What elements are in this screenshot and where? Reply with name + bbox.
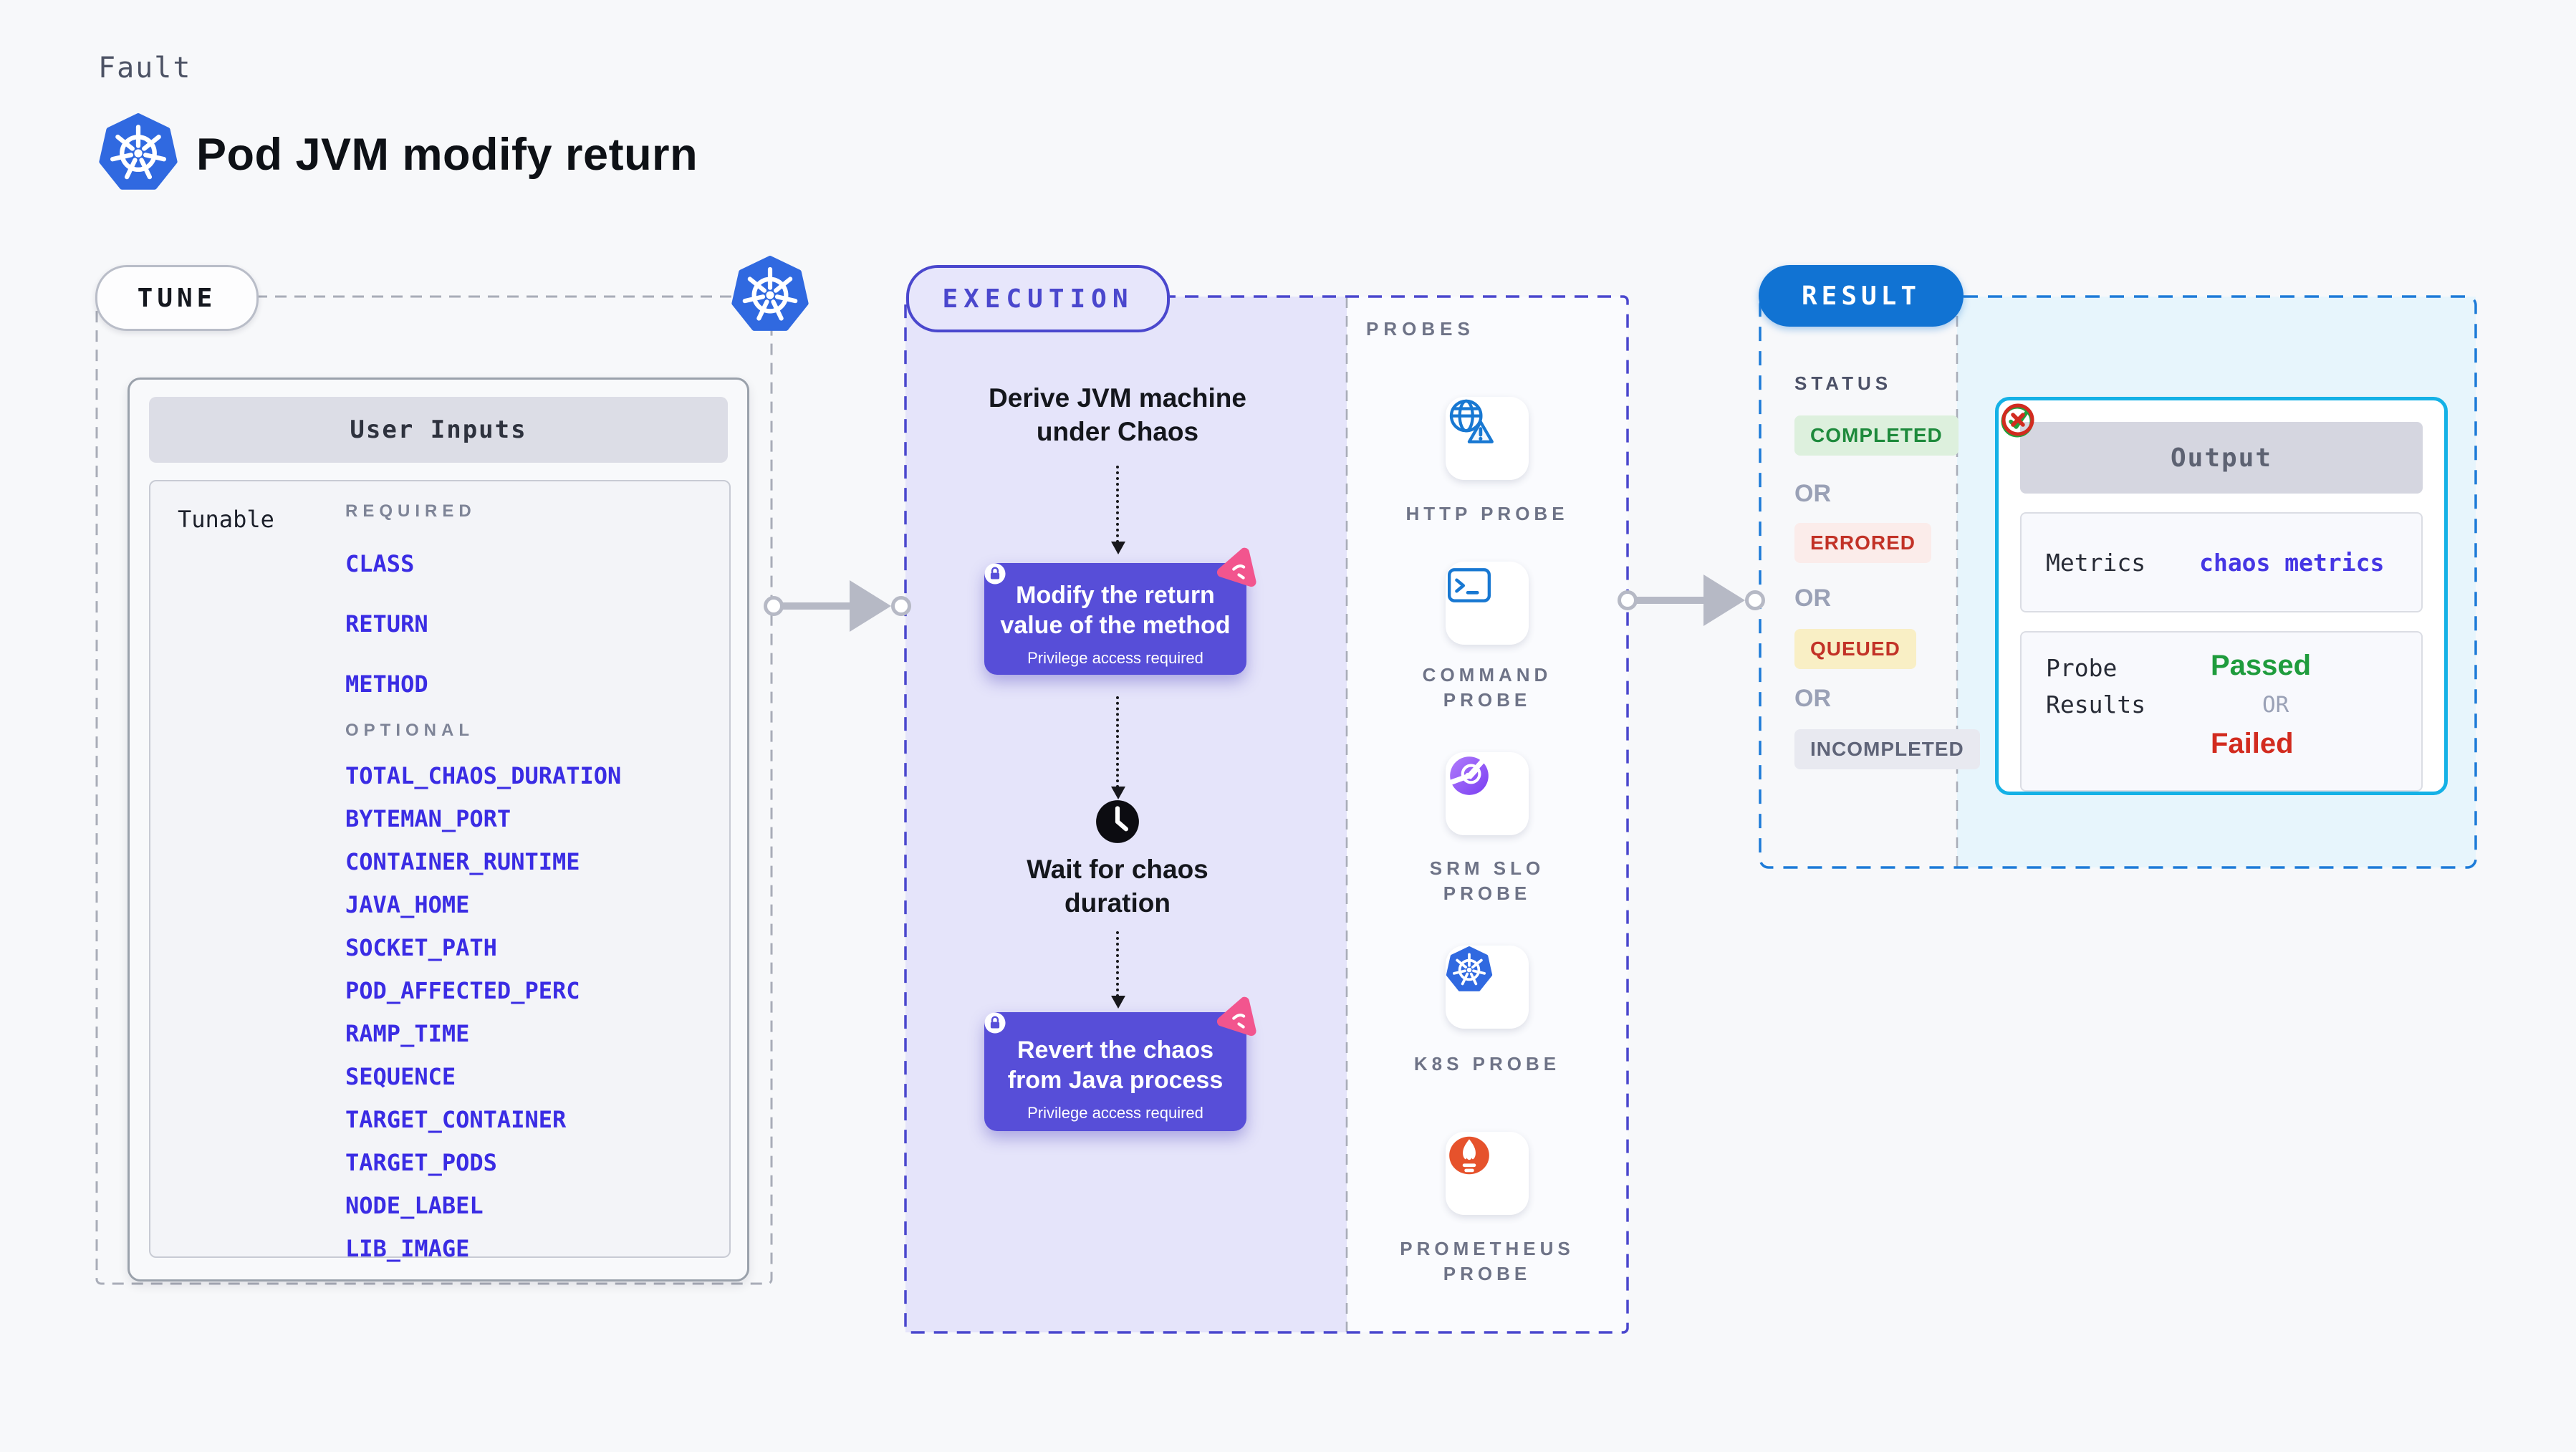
- srm-slo-probe-icon: [1446, 752, 1493, 799]
- privilege-row: Privilege access required: [996, 1104, 1235, 1122]
- connector-dot: [1618, 590, 1638, 610]
- or-separator: OR: [1794, 480, 1831, 507]
- probe-card-k8s: [1446, 946, 1529, 1029]
- probe-label-k8s: K8S PROBE: [1413, 1053, 1561, 1074]
- step-revert-title: Revert the chaos from Java process: [1007, 1037, 1224, 1095]
- status-badge-queued: QUEUED: [1794, 629, 1916, 669]
- execution-badge: EXECUTION: [906, 265, 1170, 332]
- tunable-param-list: REQUIRED CLASS RETURN METHOD OPTIONAL TO…: [345, 501, 718, 1262]
- failed-label: Failed: [2211, 728, 2294, 759]
- tunable-panel: Tunable REQUIRED CLASS RETURN METHOD OPT…: [149, 480, 731, 1262]
- chaos-icon: [1216, 992, 1264, 1039]
- param-method: METHOD: [345, 670, 428, 698]
- lock-icon: [984, 1012, 1006, 1034]
- prometheus-probe-icon: [1446, 1132, 1493, 1179]
- param-target-pods: TARGET_PODS: [345, 1149, 497, 1176]
- failed-line: Failed: [2211, 728, 2311, 760]
- probe-card-prometheus: [1446, 1132, 1529, 1215]
- output-header: Output: [2020, 422, 2423, 494]
- probe-label-prometheus: PROMETHEUS PROBE: [1400, 1238, 1575, 1285]
- param-ramp-time: RAMP_TIME: [345, 1020, 470, 1047]
- optional-section-label: OPTIONAL: [345, 721, 474, 740]
- probe-results-label: Probe Results: [2046, 654, 2146, 719]
- param-node-label: NODE_LABEL: [345, 1192, 484, 1219]
- lock-icon: [984, 563, 1006, 585]
- probe-results-values: Passed OR Failed: [2211, 650, 2311, 790]
- param-lib-image: LIB_IMAGE: [345, 1235, 470, 1262]
- execution-dashed-border: [904, 295, 1629, 1334]
- flow-arrow-down: [1111, 466, 1125, 554]
- output-card: Output Metrics chaos metrics Probe Resul…: [1995, 397, 2448, 795]
- probes-title: PROBES: [1366, 318, 1475, 340]
- probe-label-http: HTTP PROBE: [1405, 503, 1569, 524]
- k8s-probe-icon: [1446, 946, 1493, 994]
- user-inputs-header: User Inputs: [149, 397, 728, 463]
- privilege-note: Privilege access required: [1027, 649, 1203, 668]
- tune-to-execution-connector: [782, 602, 862, 610]
- result-badge: RESULT: [1759, 265, 1964, 327]
- execution-to-result-connector: [1636, 597, 1716, 604]
- connector-dot: [891, 596, 911, 616]
- kubernetes-icon: [98, 112, 178, 195]
- probe-results-row: Probe Results Passed OR Failed: [2020, 631, 2423, 792]
- probe-card-http: [1446, 397, 1529, 480]
- param-container-runtime: CONTAINER_RUNTIME: [345, 848, 580, 875]
- flow-arrow-down: [1111, 931, 1125, 1009]
- param-class: CLASS: [345, 550, 415, 577]
- passed-label: Passed: [2211, 650, 2312, 681]
- param-byteman-port: BYTEMAN_PORT: [345, 805, 511, 832]
- tune-badge: TUNE: [95, 265, 259, 331]
- execution-to-result-arrowhead: [1703, 574, 1745, 626]
- param-socket-path: SOCKET_PATH: [345, 934, 497, 961]
- status-title: STATUS: [1794, 372, 1893, 394]
- metrics-value: chaos metrics: [2199, 548, 2385, 577]
- clock-icon: [1094, 798, 1141, 845]
- result-section: STATUS COMPLETED OR ERRORED OR QUEUED OR…: [1759, 295, 2477, 869]
- flow-arrow-down: [1111, 696, 1125, 799]
- tune-dashed-border: [95, 295, 773, 1285]
- http-probe-icon: [1446, 397, 1494, 446]
- step-modify-title: Modify the return value of the method: [1000, 582, 1231, 640]
- param-total-chaos-duration: TOTAL_CHAOS_DURATION: [345, 762, 622, 789]
- status-badge-incompleted: INCOMPLETED: [1794, 729, 1980, 769]
- probe-card-srm-slo: [1446, 752, 1529, 835]
- step-modify-return-box: Modify the return value of the method Pr…: [984, 563, 1246, 675]
- param-java-home: JAVA_HOME: [345, 891, 470, 918]
- command-probe-icon: [1446, 562, 1493, 609]
- privilege-row: Privilege access required: [996, 649, 1235, 668]
- param-return: RETURN: [345, 610, 428, 638]
- tunable-label: Tunable: [178, 506, 274, 533]
- execution-section: Derive JVM machine under Chaos Modify th…: [904, 295, 1629, 1334]
- metrics-row: Metrics chaos metrics: [2020, 512, 2423, 612]
- probe-card-command: [1446, 562, 1529, 645]
- or-separator: OR: [2262, 692, 2289, 718]
- x-circle-icon: [1999, 400, 2037, 439]
- metrics-label: Metrics: [2046, 548, 2146, 577]
- or-separator: OR: [1794, 685, 1831, 712]
- probe-label-command: COMMAND PROBE: [1422, 664, 1552, 711]
- step-wait-duration: Wait for chaos duration: [1027, 855, 1208, 918]
- page-title: Pod JVM modify return: [196, 130, 698, 180]
- or-separator: OR: [1794, 585, 1831, 612]
- kubernetes-corner-icon: [731, 254, 809, 336]
- result-dashed-border: [1759, 295, 2477, 869]
- connector-dot: [1745, 590, 1765, 610]
- connector-dot: [764, 596, 784, 616]
- tune-section: [95, 295, 773, 1285]
- required-section-label: REQUIRED: [345, 501, 476, 521]
- tune-to-execution-arrowhead: [850, 580, 891, 632]
- param-pod-affected-perc: POD_AFFECTED_PERC: [345, 977, 580, 1004]
- status-badge-errored: ERRORED: [1794, 523, 1932, 563]
- step-revert-chaos-box: Revert the chaos from Java process Privi…: [984, 1012, 1246, 1131]
- param-sequence: SEQUENCE: [345, 1063, 456, 1090]
- user-inputs-card: User Inputs Tunable REQUIRED CLASS RETUR…: [128, 378, 749, 1282]
- privilege-note: Privilege access required: [1027, 1104, 1203, 1122]
- probe-label-srm-slo: SRM SLO PROBE: [1429, 857, 1545, 905]
- chaos-icon: [1216, 543, 1264, 590]
- status-badge-completed: COMPLETED: [1794, 415, 1959, 456]
- step-derive-jvm: Derive JVM machine under Chaos: [989, 383, 1246, 447]
- param-target-container: TARGET_CONTAINER: [345, 1106, 567, 1133]
- passed-line: Passed: [2211, 650, 2311, 682]
- fault-eyebrow: Fault: [98, 52, 192, 85]
